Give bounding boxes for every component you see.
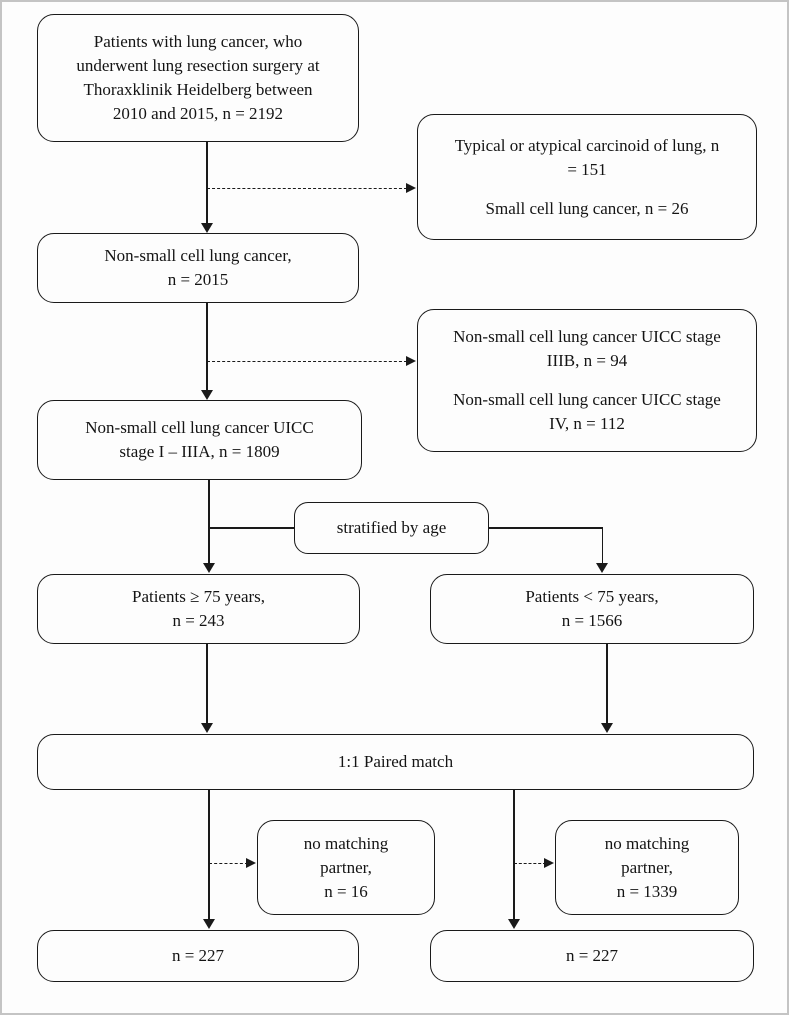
box-text-line: no matching xyxy=(604,833,690,853)
connector-younger-to-match xyxy=(606,644,608,725)
box-text-line: n = 1339 xyxy=(616,881,678,901)
box-final-left: n = 227 xyxy=(37,930,359,982)
box-text-line: Small cell lung cancer, n = 26 xyxy=(485,198,689,218)
exclusion-paragraph: Small cell lung cancer, n = 26 xyxy=(486,197,689,221)
arrowhead-down-icon xyxy=(201,390,213,400)
connector-dashed-to-nomatch-right xyxy=(514,863,546,864)
arrowhead-down-icon xyxy=(201,223,213,233)
box-text-line: IV, n = 112 xyxy=(549,414,625,433)
box-exclusion-carcinoid-sclc: Typical or atypical carcinoid of lung, n… xyxy=(417,114,757,240)
arrowhead-right-icon xyxy=(406,183,416,193)
exclusion-paragraph: Non-small cell lung cancer UICC stage II… xyxy=(453,325,721,373)
box-paired-match: 1:1 Paired match xyxy=(37,734,754,790)
arrowhead-down-icon xyxy=(601,723,613,733)
box-patients-ge-75: Patients ≥ 75 years, n = 243 xyxy=(37,574,360,644)
arrowhead-right-icon xyxy=(406,356,416,366)
connector-down-to-younger xyxy=(601,527,603,565)
exclusion-paragraph: Non-small cell lung cancer UICC stage IV… xyxy=(453,388,721,436)
arrowhead-down-icon xyxy=(201,723,213,733)
exclusion-paragraph: Typical or atypical carcinoid of lung, n… xyxy=(455,134,720,182)
box-text-line: Patients ≥ 75 years, xyxy=(131,587,266,606)
box-stratified-by-age: stratified by age xyxy=(294,502,489,554)
connector-dashed-to-exclusion1 xyxy=(207,188,407,189)
box-initial-cohort: Patients with lung cancer, who underwent… xyxy=(37,14,359,142)
connector-elderly-to-match xyxy=(206,644,208,725)
connector-stratified-to-right xyxy=(489,527,603,529)
box-text-line: Patients < 75 years, xyxy=(525,587,659,606)
box-text-line: no matching xyxy=(303,833,389,853)
box-text-line: stratified by age xyxy=(336,518,447,537)
box-text-line: Non-small cell lung cancer UICC stage xyxy=(453,390,721,409)
box-text-line: Non-small cell lung cancer, xyxy=(104,246,292,265)
box-text-line: IIIB, n = 94 xyxy=(546,351,628,370)
box-text-line: Non-small cell lung cancer UICC xyxy=(85,418,314,437)
box-patients-lt-75: Patients < 75 years, n = 1566 xyxy=(430,574,754,644)
arrowhead-right-icon xyxy=(544,858,554,868)
box-text-line: n = 2015 xyxy=(167,270,229,289)
box-no-matching-partner-left: no matching partner, n = 16 xyxy=(257,820,435,915)
box-text-line: partner, xyxy=(320,857,372,877)
box-text-line: Thoraxklinik Heidelberg between xyxy=(83,80,313,99)
box-text-line: stage I – IIIA, n = 1809 xyxy=(119,442,280,461)
connector-dashed-to-nomatch-left xyxy=(209,863,248,864)
arrowhead-down-icon xyxy=(508,919,520,929)
box-text-line: underwent lung resection surgery at xyxy=(76,56,320,75)
box-no-matching-partner-right: no matching partner, n = 1339 xyxy=(555,820,739,915)
box-text-line: Patients with lung cancer, who xyxy=(93,32,303,51)
connector-branch-to-stratified xyxy=(208,527,294,529)
arrowhead-down-icon xyxy=(203,919,215,929)
box-exclusion-stage-iiib-iv: Non-small cell lung cancer UICC stage II… xyxy=(417,309,757,452)
box-text-line: n = 227 xyxy=(565,946,619,965)
box-text-line: = 151 xyxy=(567,159,607,179)
box-nsclc: Non-small cell lung cancer, n = 2015 xyxy=(37,233,359,303)
box-text-line: n = 243 xyxy=(172,611,225,630)
connector-initial-to-nsclc xyxy=(206,142,208,225)
connector-match-to-final-right xyxy=(513,790,515,921)
box-text-line: Non-small cell lung cancer UICC stage xyxy=(453,327,721,346)
arrowhead-down-icon xyxy=(596,563,608,573)
box-stage-i-iiia: Non-small cell lung cancer UICC stage I … xyxy=(37,400,362,480)
box-final-right: n = 227 xyxy=(430,930,754,982)
box-text-line: 2010 and 2015, n = 2192 xyxy=(112,104,284,123)
arrowhead-down-icon xyxy=(203,563,215,573)
box-text-line: n = 227 xyxy=(171,946,225,965)
arrowhead-right-icon xyxy=(246,858,256,868)
box-text-line: 1:1 Paired match xyxy=(337,752,454,771)
connector-stage-to-elderly xyxy=(208,480,210,565)
connector-dashed-to-exclusion2 xyxy=(207,361,407,362)
box-text-line: n = 16 xyxy=(324,881,368,901)
box-text-line: Typical or atypical carcinoid of lung, n xyxy=(454,135,720,155)
box-text-line: n = 1566 xyxy=(561,611,623,630)
connector-match-to-final-left xyxy=(208,790,210,921)
connector-nsclc-to-stage xyxy=(206,303,208,391)
box-text-line: partner, xyxy=(621,857,673,877)
